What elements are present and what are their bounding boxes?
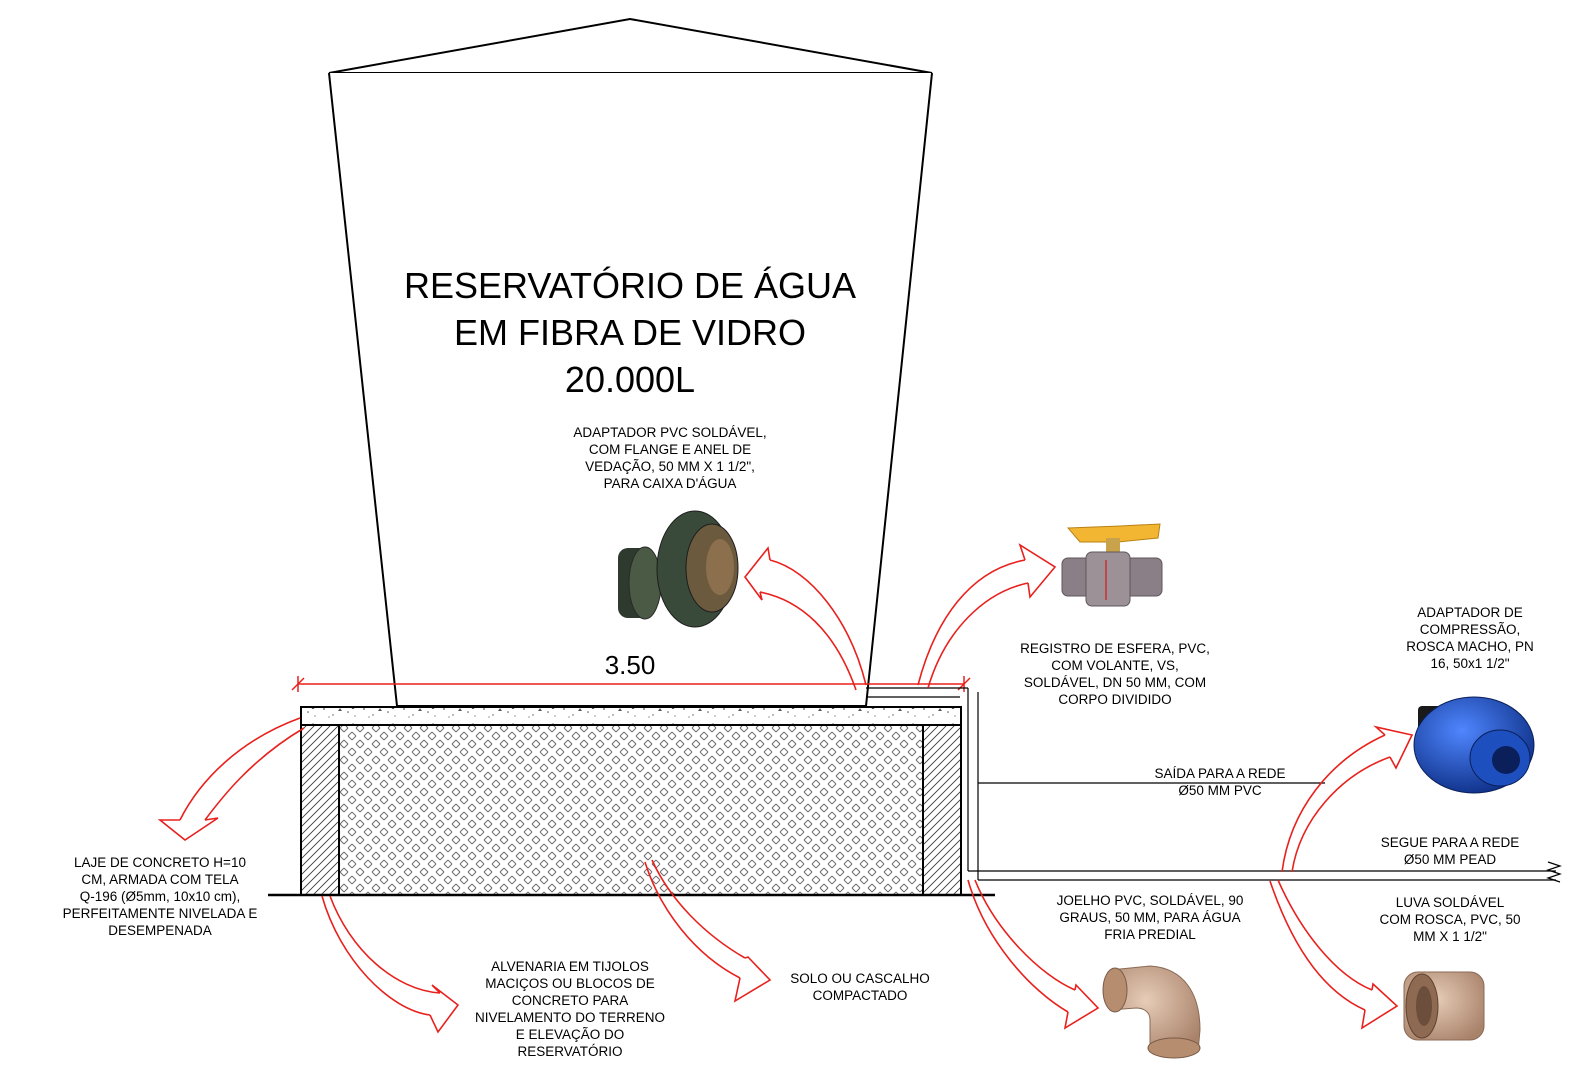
callout-line: LAJE DE CONCRETO H=10 [74,855,246,870]
callout-line: CONCRETO PARA [511,993,629,1008]
callout-registro-esfera: REGISTRO DE ESFERA, PVC, COM VOLANTE, VS… [980,640,1250,708]
callout-alvenaria: ALVENARIA EM TIJOLOS MACIÇOS OU BLOCOS D… [440,958,700,1060]
callout-line: SEGUE PARA A REDE [1380,835,1520,850]
callout-line: FRIA PREDIAL [1104,927,1196,942]
leader-arrows [157,543,1414,1034]
callout-line: PARA CAIXA D'ÁGUA [603,476,737,491]
title-line-3: 20.000L [564,359,696,400]
reservoir-title: RESERVATÓRIO DE ÁGUA EM FIBRA DE VIDRO 2… [360,262,900,403]
callout-line: CM, ARMADA COM TELA [81,872,239,887]
callout-line: GRAUS, 50 MM, PARA ÁGUA [1059,910,1241,925]
callout-line: E ELEVAÇÃO DO [515,1027,625,1042]
callout-line: NIVELAMENTO DO TERRENO [474,1010,666,1025]
luva-icon [1403,971,1485,1041]
callout-line: SOLDÁVEL, DN 50 MM, COM [1023,675,1207,690]
callout-solo: SOLO OU CASCALHO COMPACTADO [760,970,960,1004]
callout-line: MM X 1 1/2" [1413,929,1487,944]
callout-line: COM VOLANTE, VS, [1051,658,1179,673]
callout-line: COMPACTADO [812,988,908,1003]
dimension-label: 3.50 [604,650,656,680]
callout-adaptador-compressao: ADAPTADOR DE COMPRESSÃO, ROSCA MACHO, PN… [1380,604,1560,672]
title-line-1: RESERVATÓRIO DE ÁGUA [403,265,857,306]
callout-line: REGISTRO DE ESFERA, PVC, [1020,641,1210,656]
callout-adaptador-flange: ADAPTADOR PVC SOLDÁVEL, COM FLANGE E ANE… [540,424,800,492]
callout-line: MACIÇOS OU BLOCOS DE [485,976,655,991]
callout-line: SOLO OU CASCALHO [790,971,930,986]
outlet-pipe [866,687,1562,883]
callout-line: LUVA SOLDÁVEL [1395,895,1505,910]
callout-segue-rede: SEGUE PARA A REDE Ø50 MM PEAD [1350,834,1550,868]
callout-line: Ø50 MM PEAD [1403,852,1497,867]
callout-line: ADAPTADOR PVC SOLDÁVEL, [573,425,767,440]
callout-luva: LUVA SOLDÁVEL COM ROSCA, PVC, 50 MM X 1 … [1350,894,1550,945]
callout-saida-rede: SAÍDA PARA A REDE Ø50 MM PVC [1110,765,1330,799]
callout-line: JOELHO PVC, SOLDÁVEL, 90 [1056,893,1244,908]
callout-line: Ø50 MM PVC [1178,783,1262,798]
callout-line: SAÍDA PARA A REDE [1154,766,1286,781]
callout-line: VEDAÇÃO, 50 MM X 1 1/2", [585,459,755,474]
callout-line: COM FLANGE E ANEL DE [588,442,752,457]
adaptador-compressao-icon [1413,696,1535,794]
reservoir-tank [328,17,933,707]
adaptador-flange-icon [618,510,739,628]
callout-line: 16, 50x1 1/2" [1430,656,1510,671]
callout-line: PERFEITAMENTE NIVELADA E [62,906,258,921]
concrete-slab [300,706,962,726]
registro-esfera-icon [1061,523,1163,607]
joelho-icon [1102,965,1201,1059]
callout-line: DESEMPENADA [108,923,212,938]
callout-joelho: JOELHO PVC, SOLDÁVEL, 90 GRAUS, 50 MM, P… [1020,892,1280,943]
title-line-2: EM FIBRA DE VIDRO [453,312,807,353]
base-structure [300,724,962,896]
callout-line: Q-196 (Ø5mm, 10x10 cm), [79,889,241,904]
callout-line: COM ROSCA, PVC, 50 [1379,912,1521,927]
callout-line: COMPRESSÃO, [1419,622,1521,637]
callout-line: CORPO DIVIDIDO [1058,692,1172,707]
callout-line: ALVENARIA EM TIJOLOS [491,959,649,974]
callout-line: ADAPTADOR DE [1417,605,1523,620]
callout-line: ROSCA MACHO, PN [1406,639,1534,654]
callout-laje: LAJE DE CONCRETO H=10 CM, ARMADA COM TEL… [30,854,290,939]
callout-line: RESERVATÓRIO [517,1044,623,1059]
